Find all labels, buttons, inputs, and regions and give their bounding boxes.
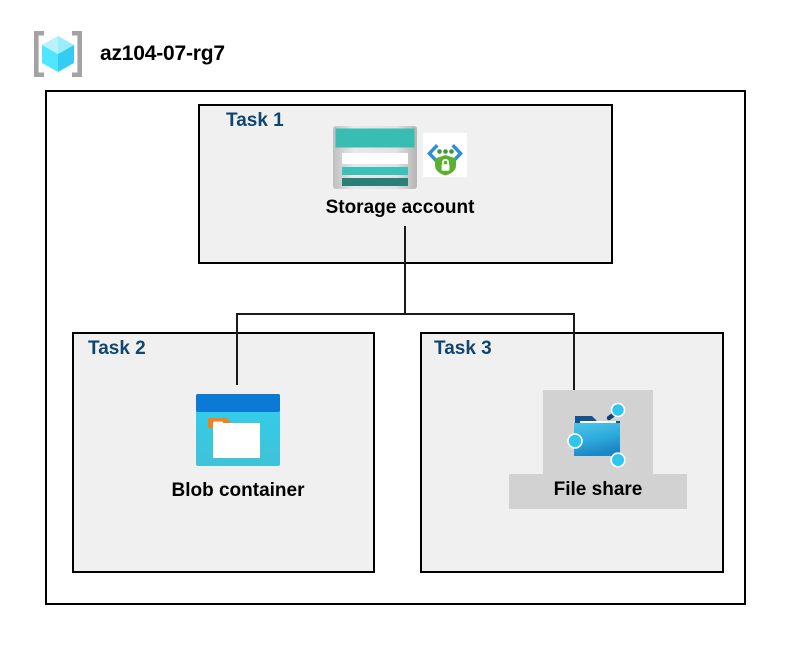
storage-account-icon xyxy=(333,126,417,189)
storage-account-caption: Storage account xyxy=(325,197,475,218)
connector-stem xyxy=(404,226,406,314)
connector-drop-task2 xyxy=(236,313,238,385)
file-share-caption-highlight: File share xyxy=(509,474,687,509)
blob-container-icon xyxy=(194,392,282,481)
task-3-label: Task 3 xyxy=(434,338,492,359)
resource-group-icon xyxy=(30,28,86,80)
file-share-caption: File share xyxy=(553,479,643,500)
node-blob-container[interactable]: Blob container xyxy=(150,392,326,502)
resource-group-title: az104-07-rg7 xyxy=(100,42,225,65)
file-share-icon xyxy=(561,396,635,470)
connector-drop-task3 xyxy=(573,313,575,393)
task-1-label: Task 1 xyxy=(226,110,284,131)
file-share-icon-highlight xyxy=(543,390,653,474)
resource-group-header: az104-07-rg7 xyxy=(30,28,225,80)
connector-bus xyxy=(236,313,575,315)
task-2-label: Task 2 xyxy=(88,338,146,359)
storage-icon-row xyxy=(333,126,467,189)
node-storage-account[interactable]: Storage account xyxy=(300,126,500,219)
blob-container-caption: Blob container xyxy=(171,480,305,501)
node-file-share[interactable]: File share xyxy=(495,390,701,509)
secure-endpoint-icon xyxy=(423,126,467,177)
